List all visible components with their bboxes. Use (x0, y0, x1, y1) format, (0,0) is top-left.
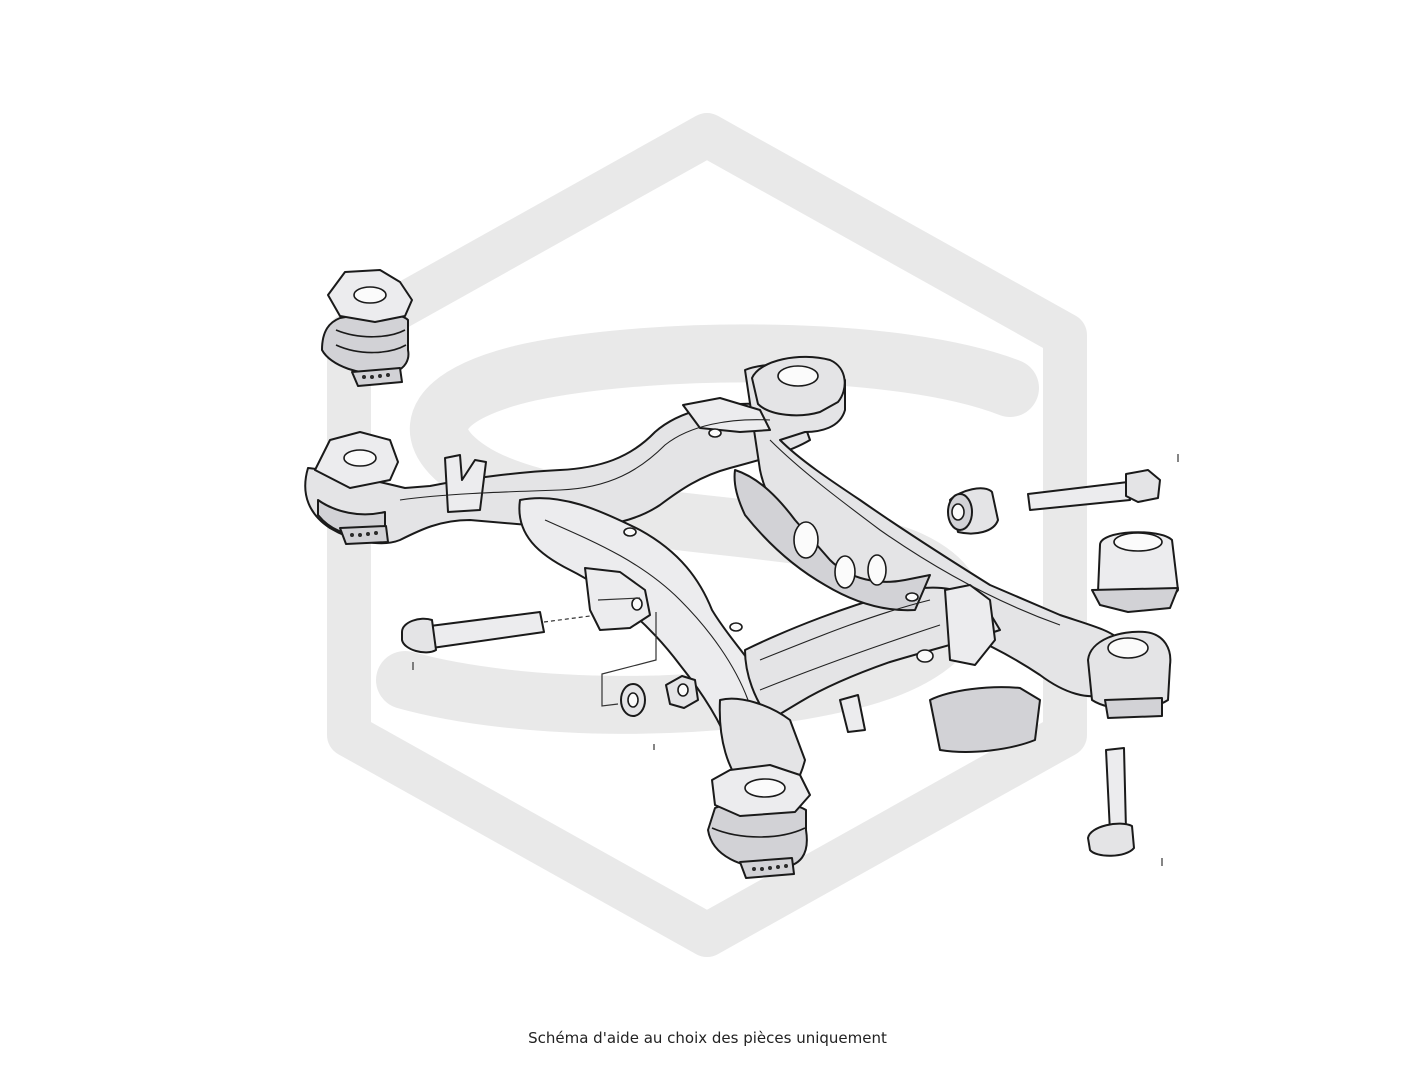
nut (665, 675, 699, 709)
mount-bushing-right (1087, 630, 1172, 719)
bolt-left (401, 611, 591, 654)
mount-bushing-top-right (751, 355, 846, 417)
bolt-vertical-right (1087, 747, 1135, 857)
mount-bushing-top-left (321, 269, 413, 387)
bushing-insert (1091, 531, 1179, 613)
disclaimer-caption: Schéma d'aide au choix des pièces unique… (528, 1029, 887, 1047)
mount-bushing-left (314, 431, 399, 545)
bushing-sleeve (947, 487, 999, 535)
watermark-logo (327, 113, 1087, 957)
mount-bushing-front-bottom (707, 764, 811, 879)
bolt-upper-right (1027, 469, 1161, 511)
leader-lines (412, 454, 1179, 866)
washer (620, 683, 646, 717)
